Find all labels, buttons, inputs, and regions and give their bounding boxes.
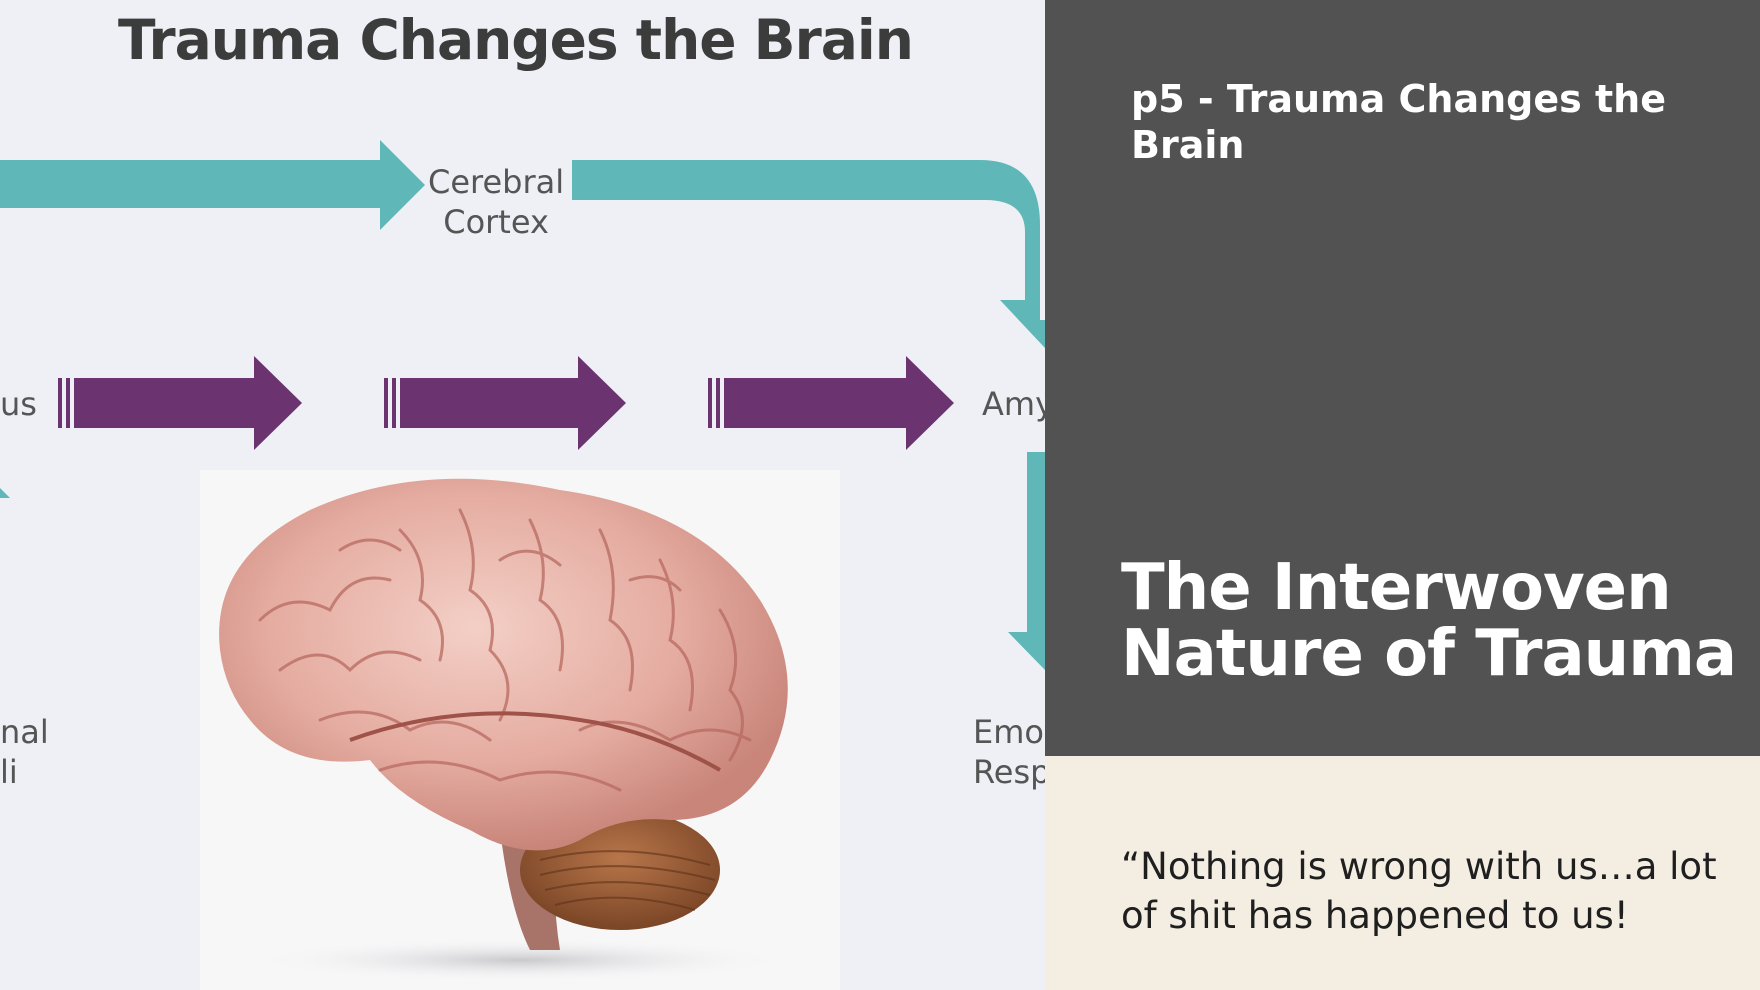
slide-image: Trauma Changes the Brain Cerebral Cortex… xyxy=(0,0,1045,990)
teal-arrow-top-right xyxy=(572,160,1045,348)
main-heading: The Interwoven Nature of Trauma xyxy=(1121,551,1737,691)
flow-diagram xyxy=(0,140,1045,670)
teal-arrow-fragment xyxy=(0,488,10,498)
page-label: p5 - Trauma Changes the Brain xyxy=(1131,77,1666,167)
slide-title: Trauma Changes the Brain xyxy=(118,8,914,72)
teal-arrow-top-left xyxy=(0,140,425,230)
cerebral-cortex-label: Cerebral Cortex xyxy=(428,163,565,241)
brain-image xyxy=(200,470,840,990)
purple-arrow-3 xyxy=(708,356,954,450)
purple-arrow-1 xyxy=(58,356,302,450)
amygdala-partial-label: Amy xyxy=(982,385,1045,423)
left-partial-label-bottom: nal li xyxy=(0,713,49,791)
purple-arrow-2 xyxy=(384,356,626,450)
quote-text: “Nothing is wrong with us…a lot of shit … xyxy=(1121,845,1717,937)
left-partial-label-top: us xyxy=(0,385,37,423)
teal-arrow-down-right xyxy=(1008,452,1045,670)
title-panel: p5 - Trauma Changes the Brain The Interw… xyxy=(1045,0,1760,756)
emotional-response-partial-label: Emo Resp xyxy=(973,713,1045,791)
quote-panel: “Nothing is wrong with us…a lot of shit … xyxy=(1045,756,1760,990)
